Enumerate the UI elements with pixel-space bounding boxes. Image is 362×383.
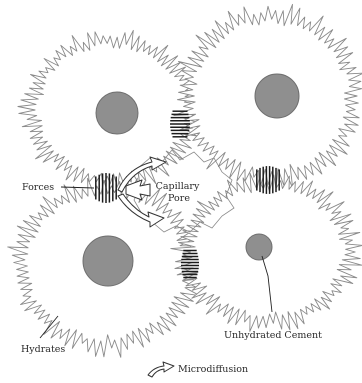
microdiffusion-label: Microdiffusion	[178, 364, 248, 375]
force-zone-left	[96, 173, 116, 203]
forces-label: Forces	[22, 182, 54, 193]
hydrates-label: Hydrates	[21, 344, 65, 355]
unhydrated-core-bottom-right	[246, 234, 272, 260]
microdiffusion-legend-icon	[148, 362, 174, 377]
unhydrated-core-bottom-left	[83, 236, 133, 286]
capillary-pore-label-line1: Capillary	[156, 181, 200, 192]
capillary-pore-label-line2: Pore	[168, 193, 190, 204]
unhydrated-core-top-right	[255, 74, 299, 118]
microdiffusion-legend: Microdiffusion	[148, 362, 248, 377]
unhydrated-cement-label: Unhydrated Cement	[224, 330, 322, 341]
unhydrated-core-top-left	[96, 92, 138, 134]
force-zone-top	[170, 111, 190, 137]
